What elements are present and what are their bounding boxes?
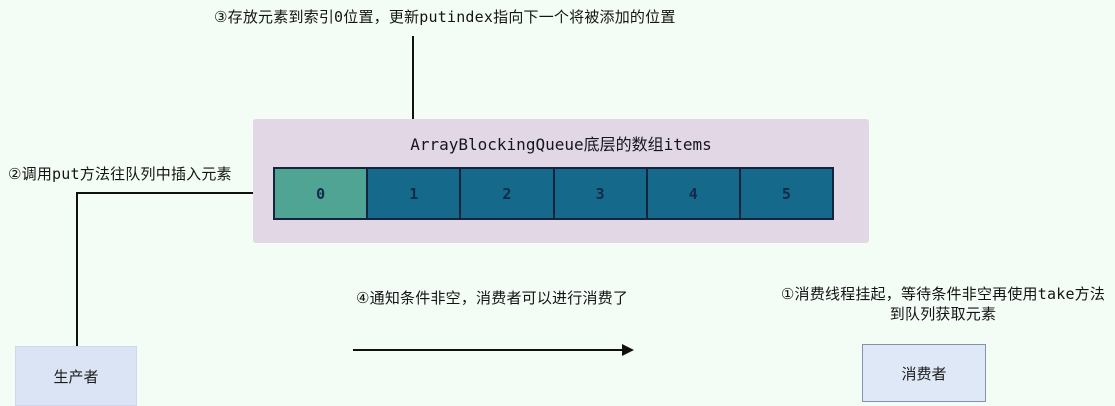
arrowhead-right-icon <box>622 344 634 356</box>
arrow-put-horizontal-line <box>76 192 262 194</box>
consumer-box: 消费者 <box>862 344 986 402</box>
arrow-put-vertical-line <box>76 192 78 346</box>
array-cell-5: 5 <box>740 167 835 220</box>
producer-box: 生产者 <box>15 346 137 406</box>
producer-label: 生产者 <box>53 367 99 386</box>
note-step1-line1: ①消费线程挂起，等待条件非空再使用take方法 <box>780 285 1106 303</box>
array-cell-1: 1 <box>368 167 462 220</box>
array-cell-2: 2 <box>461 167 555 220</box>
note-step4: ④通知条件非空，消费者可以进行消费了 <box>356 289 629 307</box>
note-step1-line2: 到队列获取元素 <box>889 305 997 323</box>
note-step2: ②调用put方法往队列中插入元素 <box>8 165 232 183</box>
array-cell-4: 4 <box>647 167 741 220</box>
arrow-notify-line <box>353 349 623 351</box>
array-cell-0: 0 <box>273 167 369 220</box>
consumer-label: 消费者 <box>901 364 947 383</box>
items-array: 0 1 2 3 4 5 <box>273 167 835 220</box>
queue-panel-title: ArrayBlockingQueue底层的数组items <box>410 135 712 154</box>
array-cell-3: 3 <box>554 167 648 220</box>
note-step3: ③存放元素到索引0位置，更新putindex指向下一个将被添加的位置 <box>214 8 676 26</box>
note-step1: ①消费线程挂起，等待条件非空再使用take方法 到队列获取元素 <box>770 284 1115 324</box>
arrow-putindex-line <box>412 36 414 158</box>
queue-panel: ArrayBlockingQueue底层的数组items 0 1 2 3 4 5 <box>253 119 869 243</box>
